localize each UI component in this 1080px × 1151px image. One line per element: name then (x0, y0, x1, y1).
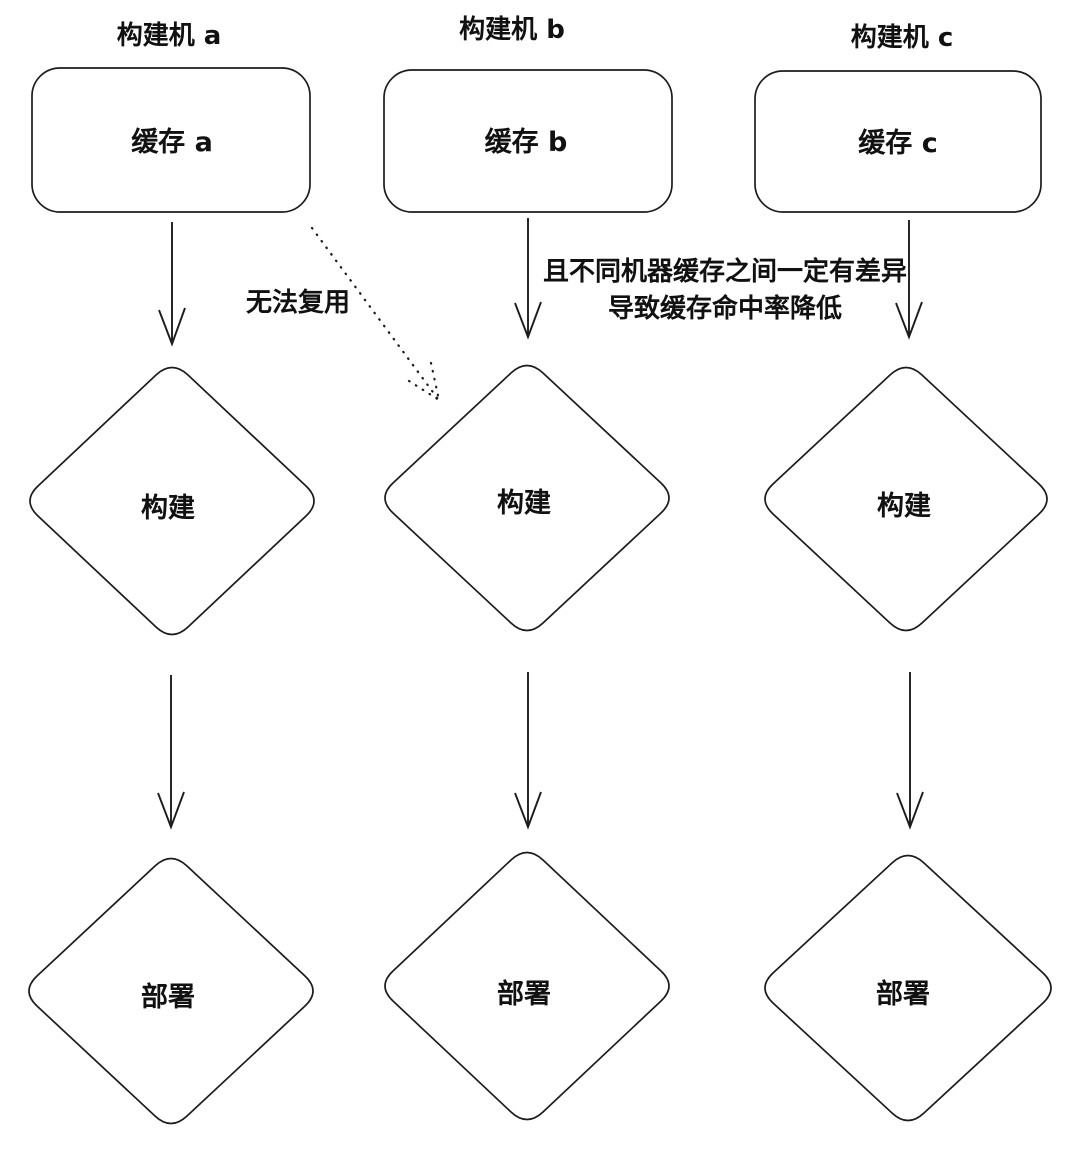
connector-build-c-to-deploy-c (896, 672, 924, 830)
build-b-label: 构建 (497, 488, 551, 519)
connector-cache-c-to-build-c (895, 220, 923, 340)
connector-cache-a-to-build-a (158, 222, 186, 347)
connector-build-a-to-deploy-a (157, 675, 185, 830)
deploy-a-label: 部署 (141, 981, 195, 1013)
deploy-b-label: 部署 (497, 978, 551, 1010)
build-c-node (764, 366, 1048, 632)
deploy-c-node (764, 854, 1052, 1122)
cache-b-node (383, 69, 673, 213)
cache-diff-annotation-line2: 导致缓存命中率降低 (608, 293, 842, 324)
deploy-b-node (384, 851, 670, 1121)
cache-diff-annotation-line1: 且不同机器缓存之间一定有差异 (543, 256, 907, 287)
column-c-title: 构建机 c (851, 23, 953, 53)
build-a-label: 构建 (141, 493, 195, 524)
build-b-node (384, 364, 670, 632)
column-b-title: 构建机 b (459, 15, 565, 45)
cache-a-node (31, 67, 311, 213)
connector-build-b-to-deploy-b (514, 672, 542, 830)
cache-b-label: 缓存 b (485, 127, 568, 158)
column-a-title: 构建机 a (117, 21, 222, 51)
connector-dotted-cache-a-to-build-b (310, 226, 441, 402)
cache-c-label: 缓存 c (858, 128, 937, 159)
deploy-a-node (28, 857, 314, 1125)
build-a-node (29, 366, 315, 636)
no-reuse-annotation: 无法复用 (246, 288, 350, 318)
cache-a-label: 缓存 a (131, 127, 213, 158)
build-c-label: 构建 (877, 491, 931, 522)
deploy-c-label: 部署 (876, 978, 930, 1010)
cache-diff-annotation: 且不同机器缓存之间一定有差异 导致缓存命中率降低 (543, 256, 907, 324)
cache-c-node (754, 70, 1042, 213)
connector-cache-b-to-build-b (514, 218, 542, 340)
